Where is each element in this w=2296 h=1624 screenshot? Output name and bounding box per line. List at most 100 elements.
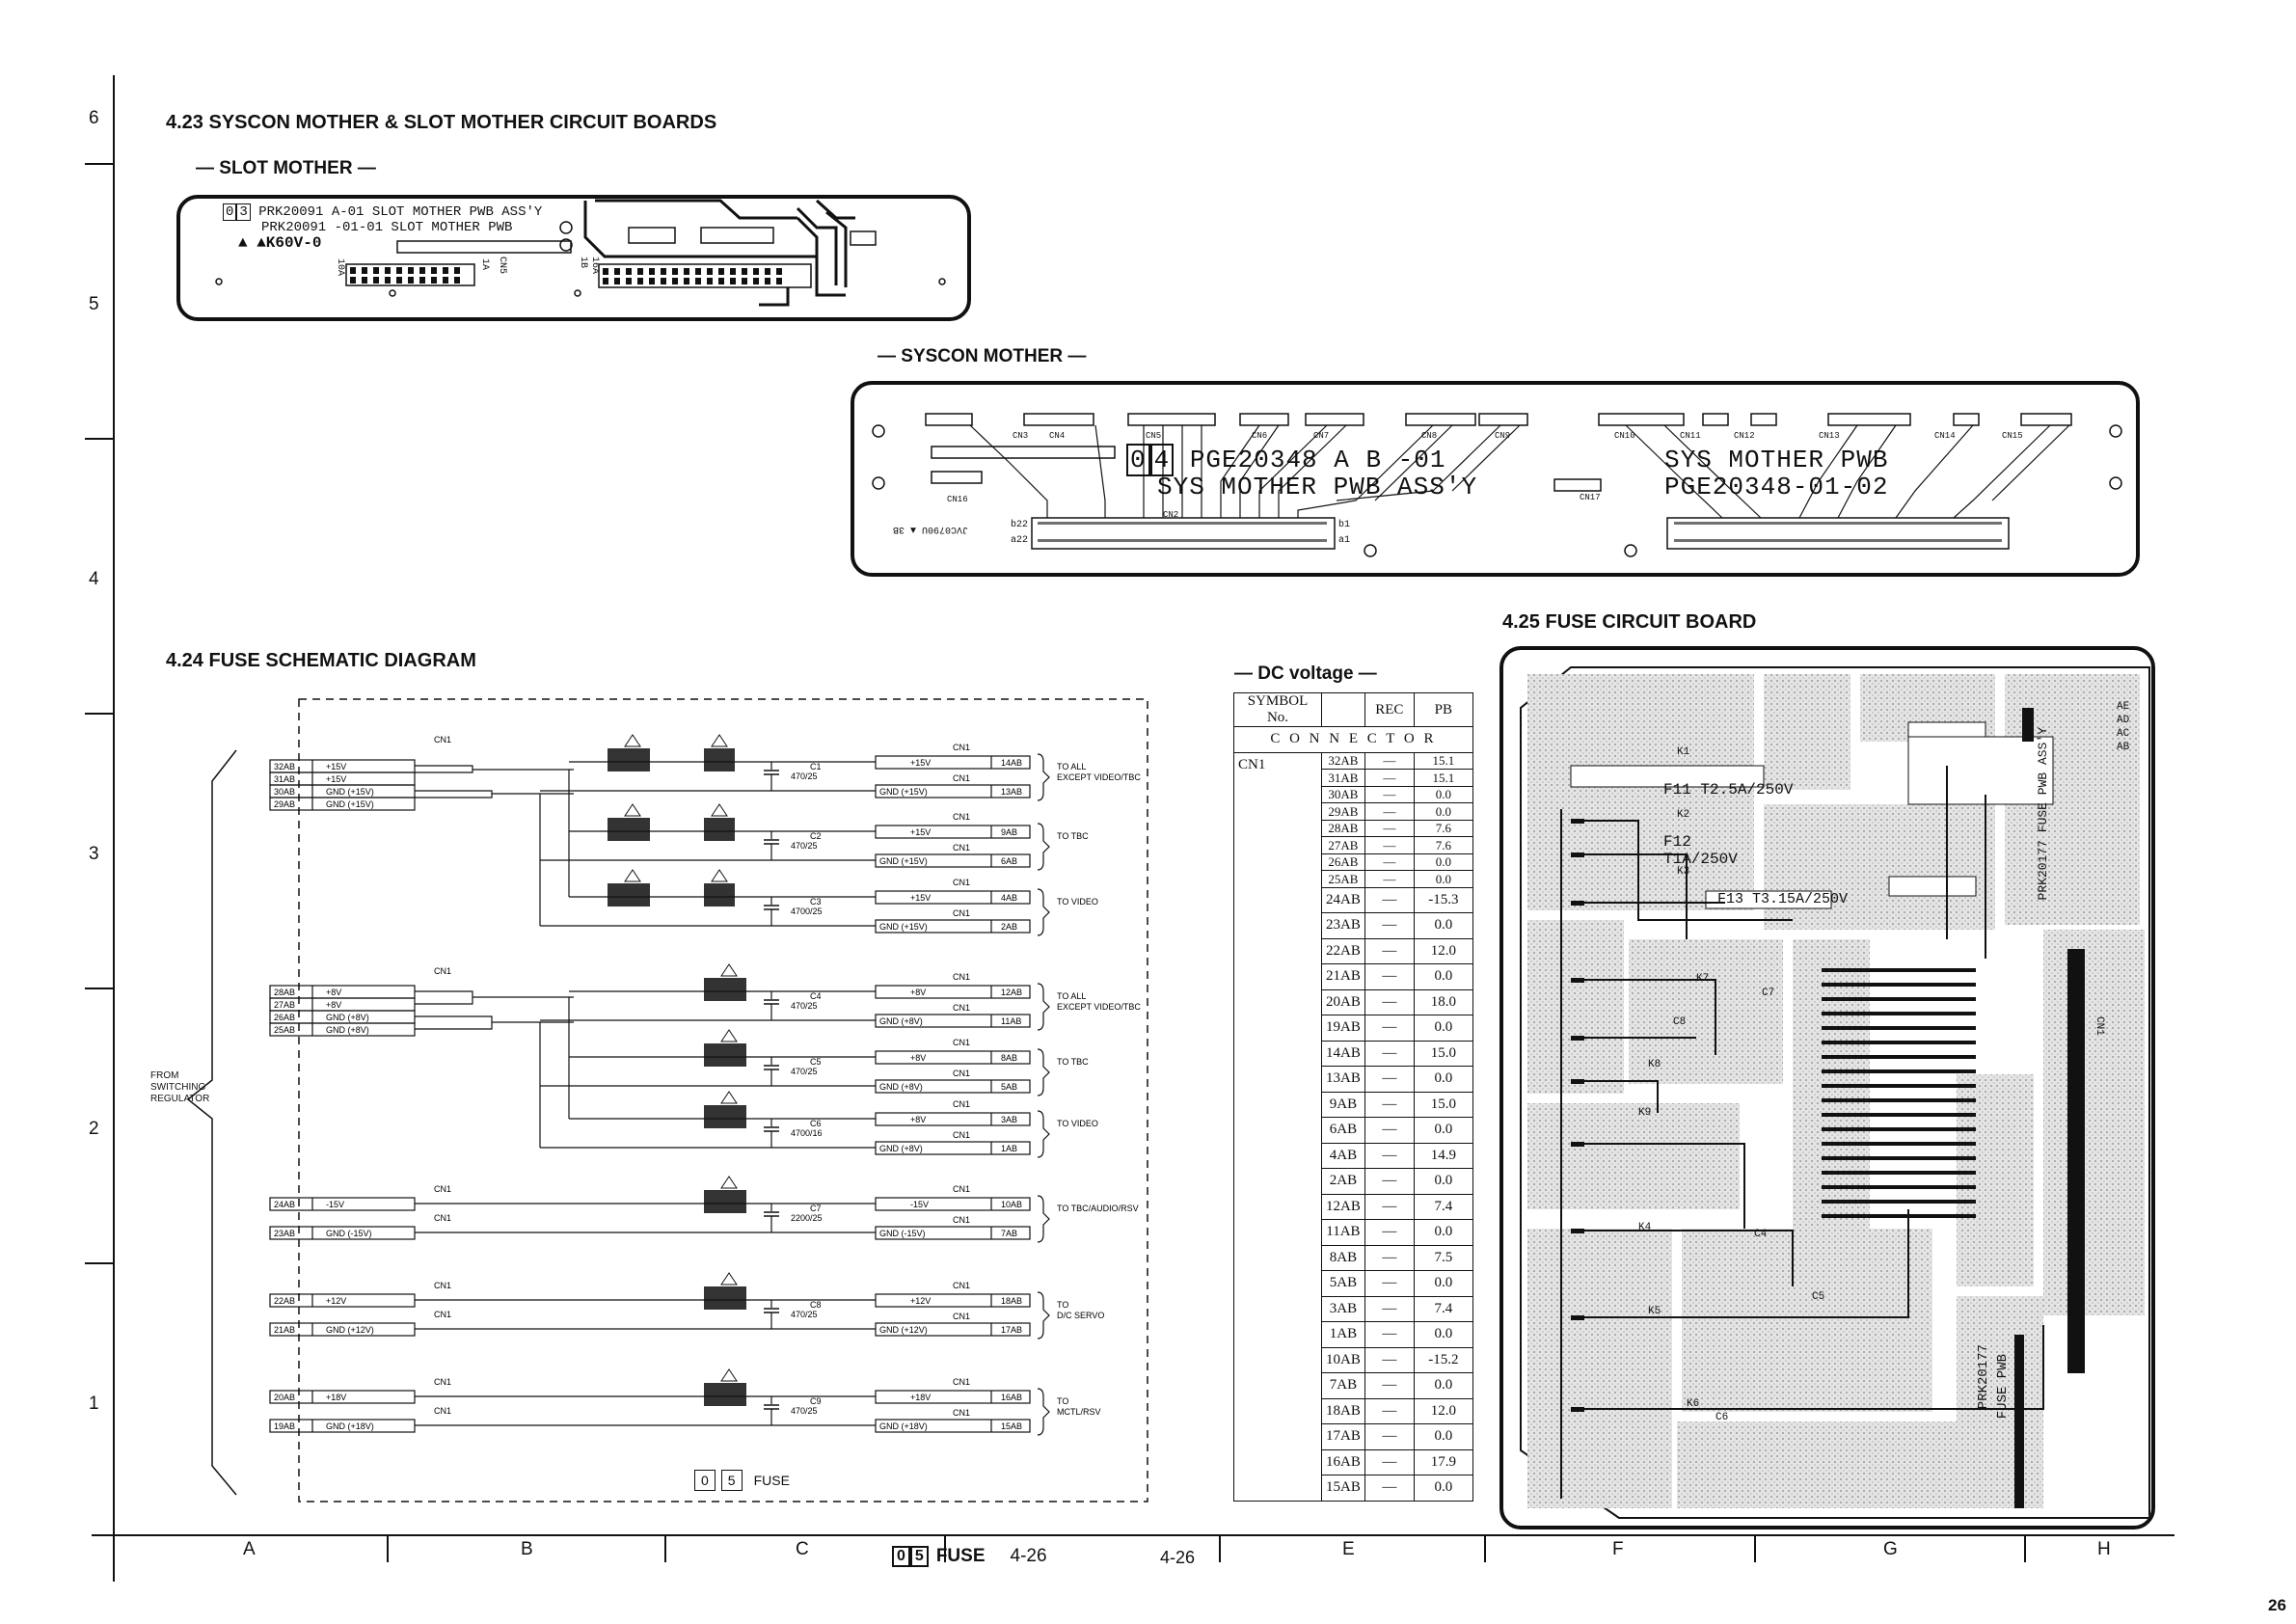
warning-triangle-icon <box>720 1368 738 1382</box>
out-gnd-label: GND (+15V) <box>879 856 928 866</box>
fuse-board-heading: 4.25 FUSE CIRCUIT BOARD <box>1502 611 1757 633</box>
fuse-block <box>704 978 746 1001</box>
destination-brace <box>1037 823 1050 871</box>
dc-pb: 0.0 <box>1413 1066 1473 1093</box>
input-cn-label: CN1 <box>434 1281 451 1290</box>
out-gnd-pin-label: 7AB <box>1001 1229 1017 1238</box>
out-gnd-label: GND (+8V) <box>879 1082 923 1092</box>
out-cn-label: CN1 <box>953 812 970 822</box>
fuse-board-vert-text2: FUSE PWB <box>1995 1354 2011 1420</box>
cap-value: 470/25 <box>791 1067 818 1076</box>
out-voltage-box <box>875 825 1031 839</box>
dc-symbol: 31AB <box>1321 769 1365 787</box>
slot-code-box-0: 0 <box>223 203 237 221</box>
dc-row: 1AB—0.0 <box>1234 1321 1473 1348</box>
dc-row: 3AB—7.4 <box>1234 1295 1473 1322</box>
syscon-cn5: CN5 <box>1146 431 1162 441</box>
syscon-cn16: CN16 <box>947 495 968 504</box>
syscon-cn15: CN15 <box>2002 431 2023 441</box>
syscon-cn9: CN9 <box>1495 431 1511 441</box>
destination-brace <box>1037 1291 1050 1340</box>
fuse-block <box>704 1190 746 1213</box>
row-number-2: 2 <box>89 1119 99 1139</box>
dc-symbol: 16AB <box>1321 1448 1365 1475</box>
out-cn-label: CN1 <box>953 1281 970 1290</box>
fuse-label-c5: C5 <box>1812 1291 1825 1303</box>
input-cn-label: CN1 <box>434 966 451 976</box>
input-voltage-label: GND (-15V) <box>326 1229 372 1238</box>
input-pin-label: 19AB <box>274 1421 295 1431</box>
dc-symbol: 30AB <box>1321 785 1365 803</box>
input-cn-label: CN1 <box>434 1377 451 1387</box>
fuse-label-c4: C4 <box>1754 1229 1768 1240</box>
dc-row: 4AB—14.9 <box>1234 1142 1473 1169</box>
warning-triangle-icon <box>624 869 641 882</box>
destination-label: TO TBC <box>1057 1057 1089 1067</box>
fuse-label-k2: K2 <box>1677 809 1690 821</box>
dc-symbol: 1AB <box>1321 1321 1365 1348</box>
fuse-block <box>704 1286 746 1310</box>
syscon-right-text: SYS MOTHER PWB PGE20348-01-02 <box>1664 447 1888 501</box>
destination-label: MCTL/RSV <box>1057 1407 1101 1417</box>
input-voltage-label: -15V <box>326 1200 344 1209</box>
dc-rec: — <box>1364 1193 1415 1220</box>
fuse-block <box>608 883 650 907</box>
from-switching-regulator-label: FROM SWITCHING REGULATOR <box>150 1070 209 1105</box>
dc-row: 7AB—0.0 <box>1234 1372 1473 1399</box>
destination-brace <box>1037 1195 1050 1243</box>
out-gnd-box <box>875 1014 1031 1028</box>
destination-label: TO VIDEO <box>1057 897 1098 907</box>
dc-pb: 15.0 <box>1413 1040 1473 1067</box>
out-cn-label-2: CN1 <box>953 908 970 918</box>
dc-pb: 14.9 <box>1413 1142 1473 1169</box>
destination-brace <box>1037 1110 1050 1158</box>
dc-rec: — <box>1364 1219 1415 1246</box>
syscon-cn13: CN13 <box>1819 431 1840 441</box>
syscon-pin-a22: a22 <box>1011 535 1029 546</box>
out-voltage-box <box>875 1112 1031 1126</box>
destination-label: TO TBC <box>1057 831 1089 841</box>
input-pin-label: 22AB <box>274 1296 295 1306</box>
dc-symbol: 7AB <box>1321 1372 1365 1399</box>
dc-symbol: 25AB <box>1321 870 1365 888</box>
out-cn-label-2: CN1 <box>953 1069 970 1078</box>
column-letter-b: B <box>521 1539 533 1559</box>
dc-rec: — <box>1364 1091 1415 1118</box>
input-cn-label-2: CN1 <box>434 1406 451 1416</box>
out-pin-label: 10AB <box>1001 1200 1022 1209</box>
dc-rec: — <box>1364 1117 1415 1144</box>
slot-pin-1b: 1B <box>578 257 588 269</box>
dc-pb: 0.0 <box>1413 1168 1473 1195</box>
dc-rec: — <box>1364 988 1415 1015</box>
dc-symbol: 18AB <box>1321 1397 1365 1424</box>
out-cn-label-2: CN1 <box>953 1408 970 1418</box>
destination-brace <box>1037 753 1050 801</box>
dc-pb: 0.0 <box>1413 785 1473 803</box>
dc-symbol: 13AB <box>1321 1066 1365 1093</box>
dc-row: 21AB—0.0 <box>1234 963 1473 990</box>
fuse-marking: RCZ0054 <box>702 1451 731 1458</box>
dc-pb: 17.9 <box>1413 1448 1473 1475</box>
slot-line1: PRK20091 A-01 SLOT MOTHER PWB ASS'Y <box>258 204 543 220</box>
dc-symbol: 22AB <box>1321 937 1365 964</box>
out-cn-label: CN1 <box>953 1377 970 1387</box>
out-gnd-label: GND (+15V) <box>879 922 928 932</box>
dc-pb: -15.2 <box>1413 1346 1473 1373</box>
dc-symbol: 8AB <box>1321 1244 1365 1271</box>
input-pin-label: 24AB <box>274 1200 295 1209</box>
dc-symbol: 19AB <box>1321 1015 1365 1042</box>
fuse-marking: RCZ0054 <box>702 1133 731 1140</box>
syscon-cn7: CN7 <box>1313 431 1330 441</box>
fuse-side-ad: AD <box>2117 715 2130 726</box>
slot-mother-heading: — SLOT MOTHER — <box>196 158 376 178</box>
schematic-dashed-frame <box>298 698 1148 1502</box>
footer-box-0: 0 <box>892 1546 910 1567</box>
dc-symbol: 10AB <box>1321 1346 1365 1373</box>
out-pin-label: 14AB <box>1001 758 1022 768</box>
footer-box-5: 5 <box>909 1546 929 1567</box>
footer-label: FUSE <box>935 1546 986 1566</box>
dc-row: 6AB—0.0 <box>1234 1117 1473 1144</box>
dc-pb: 12.0 <box>1413 937 1473 964</box>
dc-symbol: 14AB <box>1321 1040 1365 1067</box>
